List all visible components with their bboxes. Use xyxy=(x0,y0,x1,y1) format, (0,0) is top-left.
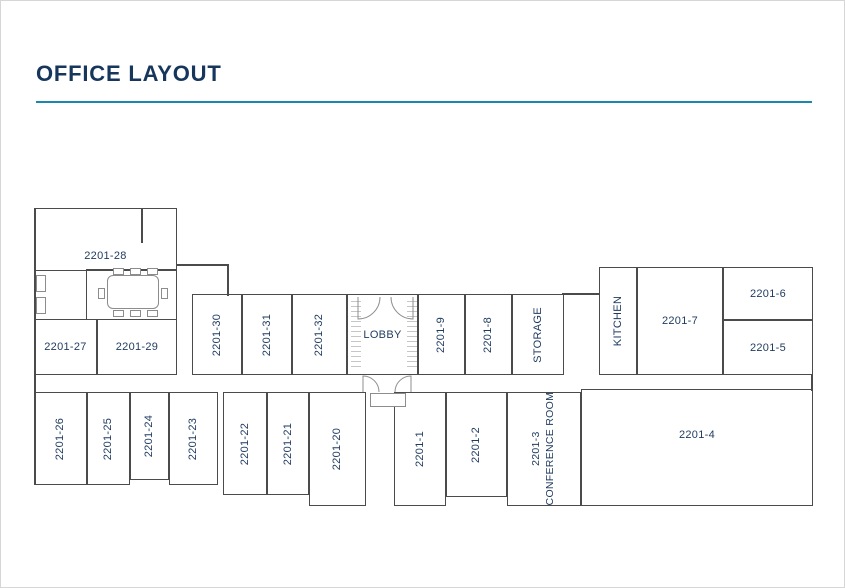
room-label: 2201-4 xyxy=(678,428,716,441)
room-label: 2201-9 xyxy=(435,316,448,353)
desk xyxy=(36,297,46,314)
wall-segment xyxy=(177,264,229,266)
room-2201-2: 2201-2 xyxy=(446,392,507,497)
room-label: 2201-31 xyxy=(260,313,273,356)
room-2201-26: 2201-26 xyxy=(34,392,87,485)
room-2201-21: 2201-21 xyxy=(267,392,309,495)
chair xyxy=(147,310,158,317)
room-label: 2201-20 xyxy=(331,427,344,471)
room-label: 2201-22 xyxy=(239,422,252,465)
room-2201-9: 2201-9 xyxy=(418,294,465,375)
room-2201-25: 2201-25 xyxy=(87,392,130,485)
room-storage: STORAGE xyxy=(512,294,564,375)
room-2201-7: 2201-7 xyxy=(637,267,723,375)
room-label: 2201-26 xyxy=(54,417,67,460)
room-label: 2201-1 xyxy=(414,430,426,468)
room-2201-4: 2201-4 xyxy=(581,389,813,506)
room-2201-3-conference: 2201-3 CONFERENCE ROOM xyxy=(507,392,581,506)
room-label: 2201-32 xyxy=(313,313,326,356)
room-2201-24: 2201-24 xyxy=(130,392,169,480)
chair xyxy=(98,288,105,299)
stair-hatch xyxy=(407,301,417,367)
room-2201-32: 2201-32 xyxy=(292,294,347,375)
room-label: 2201-6 xyxy=(749,287,787,300)
room-2201-20: 2201-20 xyxy=(309,392,366,506)
room-label: 2201-2 xyxy=(470,426,483,463)
room-label: LOBBY xyxy=(363,328,402,341)
room-2201-29: 2201-29 xyxy=(97,319,177,375)
room-2201-8: 2201-8 xyxy=(465,294,512,375)
wall-segment xyxy=(811,375,813,391)
wall-segment xyxy=(141,209,143,243)
room-label: 2201-7 xyxy=(661,315,699,327)
room-2201-27: 2201-27 xyxy=(34,319,97,375)
room-2201-1: 2201-1 xyxy=(394,392,446,506)
room-label: 2201-28 xyxy=(84,249,127,262)
wall-segment xyxy=(34,208,36,485)
room-2201-5: 2201-5 xyxy=(723,320,813,375)
room-kitchen: KITCHEN xyxy=(599,267,637,375)
chair xyxy=(130,310,141,317)
room-label: 2201-30 xyxy=(210,313,223,356)
room-2201-30: 2201-30 xyxy=(192,294,242,375)
room-label: 2201-29 xyxy=(115,341,159,353)
room-label: 2201-5 xyxy=(749,341,787,354)
room-label: 2201-27 xyxy=(44,341,87,353)
room-2201-31: 2201-31 xyxy=(242,294,292,375)
conference-table xyxy=(107,275,159,309)
room-function: CONFERENCE ROOM xyxy=(544,392,556,506)
room-2201-6: 2201-6 xyxy=(723,267,813,320)
room-number: 2201-3 xyxy=(530,431,543,467)
room-lobby: LOBBY xyxy=(347,294,418,375)
page-title: OFFICE LAYOUT xyxy=(36,61,222,86)
chair xyxy=(161,288,168,299)
room-label: 2201-24 xyxy=(143,414,156,458)
reception-desk xyxy=(370,393,406,407)
room-label: 2201-25 xyxy=(102,417,115,460)
desk xyxy=(36,275,46,292)
room-2201-28: 2201-28 xyxy=(34,208,177,271)
wall-segment xyxy=(227,264,229,296)
stair-hatch xyxy=(351,301,361,367)
room-label: 2201-23 xyxy=(187,417,200,460)
room-label: 2201-8 xyxy=(482,316,495,353)
chair xyxy=(130,268,141,275)
room-2201-23: 2201-23 xyxy=(169,392,218,485)
chair xyxy=(113,310,124,317)
room-label: 2201-3 CONFERENCE ROOM xyxy=(530,392,557,506)
title-divider xyxy=(36,101,812,103)
room-label: STORAGE xyxy=(532,306,544,363)
room-2201-22: 2201-22 xyxy=(223,392,267,495)
room-label: KITCHEN xyxy=(612,295,625,347)
chair xyxy=(147,268,158,275)
wall-segment xyxy=(562,293,600,295)
room-label: 2201-21 xyxy=(282,422,295,465)
chair xyxy=(113,268,124,275)
